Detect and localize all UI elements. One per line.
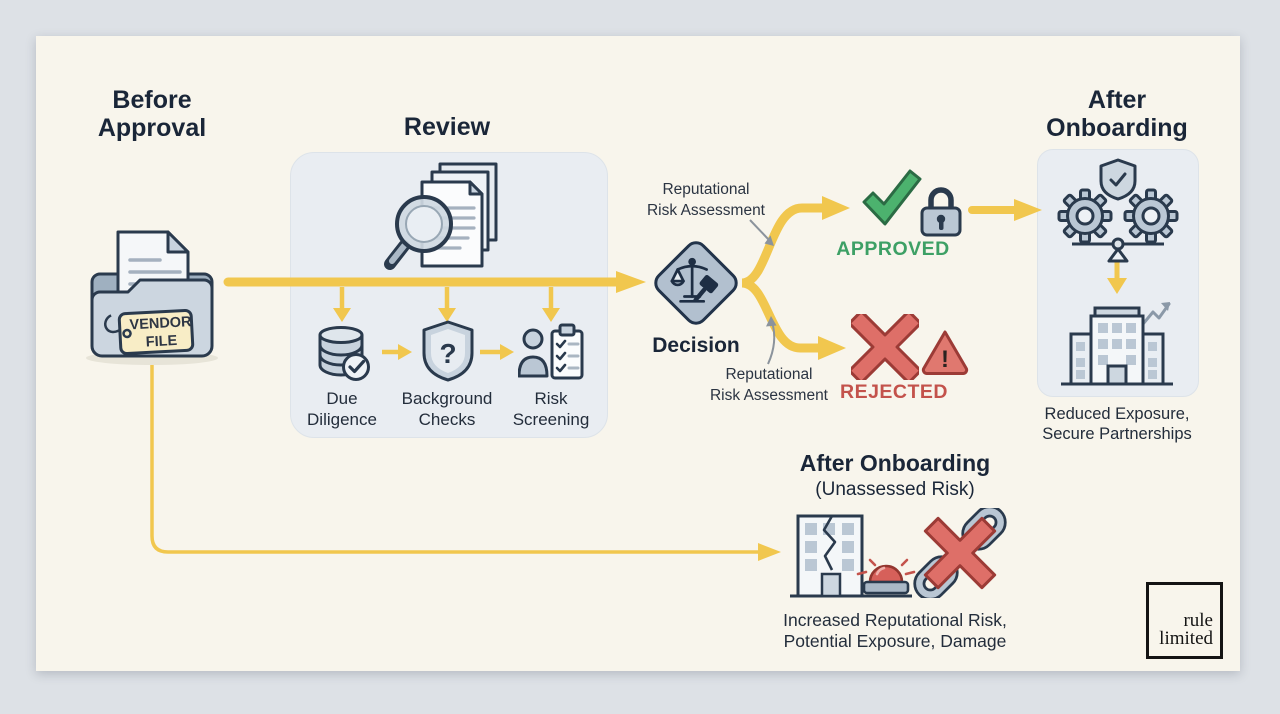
after-title-line2: Onboarding xyxy=(1046,114,1188,142)
decision-label: Decision xyxy=(652,334,740,357)
vendor-file-tag: VENDOR FILE xyxy=(104,308,195,356)
unassessed-subtitle: (Unassessed Risk) xyxy=(815,479,975,500)
svg-text:VENDOR: VENDOR xyxy=(129,314,192,333)
vendor-folder-icon: VENDOR FILE xyxy=(86,230,218,365)
before-title-line2: Approval xyxy=(97,114,207,142)
after-title-line1: After xyxy=(1087,86,1147,114)
svg-text:!: ! xyxy=(941,346,949,373)
rejected-x-icon xyxy=(851,314,919,380)
scales-gavel-icon xyxy=(670,257,719,303)
secure-building-icon xyxy=(1061,302,1173,386)
approved-label: APPROVED xyxy=(836,238,950,260)
after-onboarding-caption: Reduced Exposure, Secure Partnerships xyxy=(1042,405,1192,443)
warning-triangle-icon: ! xyxy=(921,330,969,375)
risk-assessment-note-top: Reputational Risk Assessment xyxy=(646,181,765,219)
approved-check-icon xyxy=(862,169,922,226)
before-approval-title: Before Approval xyxy=(57,86,247,142)
due-diligence-database-icon xyxy=(318,326,370,381)
padlock-icon xyxy=(920,187,962,237)
background-checks-shield-icon: ? xyxy=(422,320,474,382)
unassessed-title: After Onboarding xyxy=(799,450,991,476)
step-label-risk-screening: Risk Screening xyxy=(512,389,590,429)
rule-limited-logo: rule limited xyxy=(1146,582,1223,659)
unassessed-caption: Increased Reputational Risk, Potential E… xyxy=(783,610,1007,651)
after-onboarding-title: After Onboarding xyxy=(1027,86,1207,142)
rejected-label: REJECTED xyxy=(839,381,949,403)
svg-text:FILE: FILE xyxy=(145,333,178,351)
review-title: Review xyxy=(403,113,491,141)
before-title-line1: Before xyxy=(112,86,192,114)
document-review-icon xyxy=(384,162,498,270)
logo-text: rule limited xyxy=(1159,610,1213,649)
gears-shield-balance-icon xyxy=(1057,158,1179,263)
svg-text:?: ? xyxy=(439,338,456,369)
broken-chain-icon xyxy=(913,508,1007,598)
decision-diamond xyxy=(649,236,743,330)
risk-screening-person-icon xyxy=(518,323,584,380)
alarm-light-icon xyxy=(856,558,916,595)
damaged-building-alarm-icon xyxy=(790,514,916,598)
